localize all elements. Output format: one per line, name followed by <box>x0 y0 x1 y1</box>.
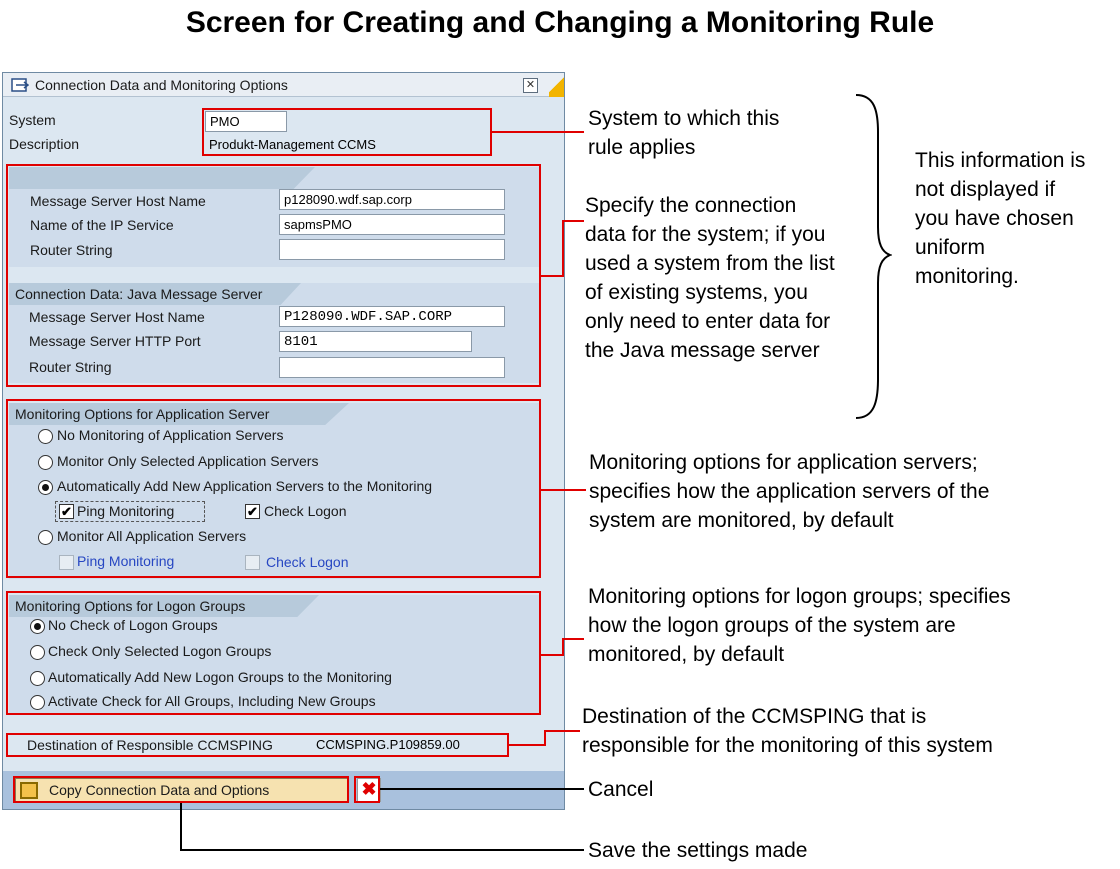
line-destination-h1 <box>509 744 545 746</box>
destination-field[interactable]: CCMSPING.P109859.00 <box>316 737 460 752</box>
copy-connection-data-button[interactable]: Copy Connection Data and Options <box>15 778 349 803</box>
java-router-field[interactable] <box>279 357 505 378</box>
annotation-save: Save the settings made <box>588 839 808 862</box>
system-field[interactable]: PMO <box>205 111 287 132</box>
line-connection-h1 <box>541 275 563 277</box>
radio-selected-app-servers-label: Monitor Only Selected Application Server… <box>57 453 319 469</box>
annotation-cancel: Cancel <box>588 778 654 801</box>
annotation-logon-groups: Monitoring options for logon groups; spe… <box>588 585 1011 666</box>
ip-service-label: Name of the IP Service <box>30 217 174 233</box>
highlight-app-servers <box>6 399 541 578</box>
radio-all-app-servers-label: Monitor All Application Servers <box>57 528 247 544</box>
radio-auto-add-logon-groups[interactable] <box>30 671 45 686</box>
line-system <box>492 131 584 133</box>
java-router-label: Router String <box>29 359 112 375</box>
line-connection-h2 <box>562 220 584 222</box>
abap-router-label: Router String <box>30 242 113 258</box>
highlight-connection <box>6 164 541 387</box>
page-title: Screen for Creating and Changing a Monit… <box>185 6 935 39</box>
http-port-label: Message Server HTTP Port <box>29 333 201 349</box>
line-logon-h1 <box>541 654 563 656</box>
check-logon-label: Check Logon <box>264 503 347 519</box>
close-icon[interactable]: ✕ <box>523 78 538 93</box>
highlight-system <box>202 108 492 156</box>
java-connection-group-tab: Connection Data: Java Message Server <box>9 283 301 305</box>
line-save-h <box>180 849 584 851</box>
highlight-logon-groups <box>6 591 541 715</box>
logon-groups-group-tab: Monitoring Options for Logon Groups <box>9 595 319 617</box>
abap-connection-group-tab <box>9 167 315 189</box>
radio-all-app-servers[interactable] <box>38 530 53 545</box>
radio-all-logon-groups-label: Activate Check for All Groups, Including… <box>48 693 376 709</box>
focus-outline <box>55 501 205 522</box>
java-host-label: Message Server Host Name <box>29 309 205 325</box>
dialog-titlebar: Connection Data and Monitoring Options ✕ <box>3 73 564 97</box>
line-destination-h2 <box>544 730 580 732</box>
radio-selected-logon-groups-label: Check Only Selected Logon Groups <box>48 643 272 659</box>
check-logon-disabled-label: Check Logon <box>266 554 349 570</box>
copy-connection-data-label: Copy Connection Data and Options <box>49 782 270 798</box>
java-host-field[interactable]: P128090.WDF.SAP.CORP <box>279 306 505 327</box>
description-field: Produkt-Management CCMS <box>209 137 376 152</box>
dialog-window: Connection Data and Monitoring Options ✕… <box>2 72 565 810</box>
checkbox-check-logon-disabled <box>245 555 260 570</box>
radio-selected-app-servers[interactable] <box>38 455 53 470</box>
highlight-save <box>13 776 349 803</box>
radio-auto-add-app-servers[interactable] <box>38 480 53 495</box>
app-server-group-tab: Monitoring Options for Application Serve… <box>9 403 349 425</box>
highlight-cancel <box>354 776 380 803</box>
save-icon <box>20 782 38 799</box>
radio-all-logon-groups[interactable] <box>30 695 45 710</box>
line-destination-v <box>544 730 546 746</box>
radio-selected-logon-groups[interactable] <box>30 645 45 660</box>
checkbox-ping-monitoring[interactable]: ✔ <box>59 504 74 519</box>
abap-host-field[interactable]: p128090.wdf.sap.corp <box>279 189 505 210</box>
radio-auto-add-app-servers-label: Automatically Add New Application Server… <box>57 478 433 494</box>
line-save-v <box>180 803 182 850</box>
highlight-destination <box>6 733 509 757</box>
abap-router-field[interactable] <box>279 239 505 260</box>
radio-no-app-monitoring[interactable] <box>38 429 53 444</box>
radio-no-logon-check-label: No Check of Logon Groups <box>48 617 218 633</box>
http-port-field[interactable]: 8101 <box>279 331 472 352</box>
checkbox-check-logon[interactable]: ✔ <box>245 504 260 519</box>
radio-no-logon-check[interactable] <box>30 619 45 634</box>
system-label: System <box>9 112 56 128</box>
app-server-group <box>9 403 539 579</box>
window-icon <box>11 78 29 92</box>
line-connection-v <box>562 220 564 277</box>
checkbox-ping-monitoring-disabled <box>59 555 74 570</box>
abap-host-label: Message Server Host Name <box>30 193 206 209</box>
description-label: Description <box>9 136 80 152</box>
radio-auto-add-logon-groups-label: Automatically Add New Logon Groups to th… <box>48 669 392 685</box>
ping-monitoring-label: Ping Monitoring <box>77 503 175 519</box>
line-logon-h2 <box>562 638 584 640</box>
titlebar-corner <box>549 73 564 97</box>
line-logon-v <box>562 638 564 656</box>
annotation-app-servers: Monitoring options for application serve… <box>589 451 990 532</box>
destination-label: Destination of Responsible CCMSPING <box>27 737 273 753</box>
line-app-servers <box>541 489 586 491</box>
dialog-title: Connection Data and Monitoring Options <box>35 77 288 93</box>
ip-service-field[interactable]: sapmsPMO <box>279 214 505 235</box>
radio-no-app-monitoring-label: No Monitoring of Application Servers <box>57 427 284 443</box>
ping-monitoring-disabled-label: Ping Monitoring <box>77 553 175 569</box>
line-cancel <box>380 788 584 790</box>
curly-brace <box>855 94 892 419</box>
